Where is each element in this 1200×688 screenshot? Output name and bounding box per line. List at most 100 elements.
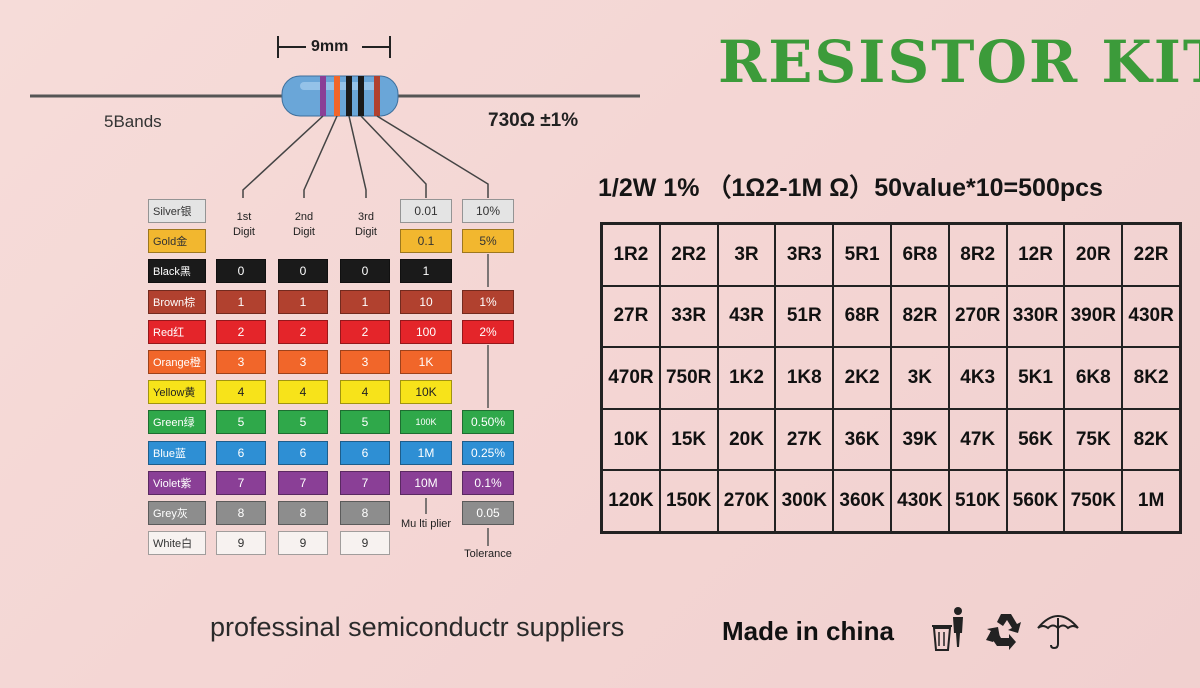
value-cell: 82R bbox=[890, 285, 949, 348]
value-cell: 750R bbox=[659, 347, 718, 409]
color-cell-mult: 100K bbox=[400, 410, 452, 435]
color-cell-d3: 0 bbox=[340, 259, 390, 284]
trash-bin-person-icon bbox=[932, 607, 963, 651]
value-cell: 2K2 bbox=[833, 347, 891, 409]
value-cell: 5K1 bbox=[1006, 347, 1065, 409]
value-cell: 1K2 bbox=[717, 347, 776, 409]
leader-1st-digit bbox=[242, 115, 324, 198]
value-cell: 3K bbox=[890, 347, 949, 409]
value-cell: 6R8 bbox=[890, 224, 949, 286]
band-4 bbox=[358, 76, 364, 116]
value-cell: 3R bbox=[717, 224, 776, 286]
color-cell-d1: 7 bbox=[216, 470, 266, 495]
value-cell: 390R bbox=[1064, 285, 1123, 348]
tolerance-label: Tolerance bbox=[464, 548, 512, 560]
color-cell-d1: 5 bbox=[216, 410, 266, 435]
color-cell-d2: 1 bbox=[278, 289, 328, 314]
value-cell: 56K bbox=[1006, 408, 1065, 471]
value-cell: 330R bbox=[1006, 285, 1065, 348]
color-cell-d2: 6 bbox=[278, 440, 328, 465]
value-cell: 270K bbox=[717, 470, 776, 532]
value-cell: 4K3 bbox=[948, 347, 1007, 409]
value-cell: 36K bbox=[833, 408, 891, 471]
color-cell-d2: 5 bbox=[278, 410, 328, 435]
color-cell-d2: 3 bbox=[278, 350, 328, 374]
color-cell-tol: 0.25% bbox=[462, 440, 514, 465]
band-3 bbox=[346, 76, 352, 116]
color-cell-d1: 4 bbox=[216, 380, 266, 405]
value-cell: 2R2 bbox=[659, 224, 718, 286]
color-cell-d3: 1 bbox=[340, 289, 390, 314]
color-cell-tol: 2% bbox=[462, 319, 514, 344]
color-cell-d1: 3 bbox=[216, 350, 266, 374]
color-cell-name: Gold金 bbox=[148, 229, 206, 254]
color-cell-d3: 9 bbox=[340, 531, 390, 556]
value-cell: 27K bbox=[775, 408, 834, 471]
color-cell-name: Blue蓝 bbox=[148, 440, 206, 465]
resistor-illustration bbox=[30, 36, 640, 546]
value-cell: 8K2 bbox=[1122, 347, 1180, 409]
value-cell: 15K bbox=[659, 408, 718, 471]
band-1 bbox=[320, 76, 326, 116]
color-cell-name: Grey灰 bbox=[148, 501, 206, 525]
color-cell-tol: 5% bbox=[462, 229, 514, 254]
value-cell: 68R bbox=[833, 285, 891, 348]
value-cell: 470R bbox=[602, 347, 660, 409]
color-cell-d2: 2 bbox=[278, 319, 328, 344]
color-cell-d3: 6 bbox=[340, 440, 390, 465]
product-title: RESISTOR KIT bbox=[718, 28, 1200, 96]
color-cell-mult: 10K bbox=[400, 380, 452, 405]
value-cell: 10K bbox=[602, 408, 660, 471]
value-cell: 20R bbox=[1064, 224, 1123, 286]
value-cell: 750K bbox=[1064, 470, 1123, 532]
color-cell-tol: 10% bbox=[462, 199, 514, 223]
example-value-label: 730Ω ±1% bbox=[488, 110, 579, 131]
value-cell: 300K bbox=[775, 470, 834, 532]
bands-count-label: 5Bands bbox=[104, 112, 162, 131]
color-cell-d3: 8 bbox=[340, 501, 390, 525]
value-cell: 43R bbox=[717, 285, 776, 348]
umbrella-icon bbox=[1037, 615, 1079, 650]
color-cell-d2: 8 bbox=[278, 501, 328, 525]
color-cell-name: White白 bbox=[148, 531, 206, 556]
color-cell-name: Silver银 bbox=[148, 199, 206, 223]
value-cell: 430R bbox=[1122, 285, 1180, 348]
value-cell: 150K bbox=[659, 470, 718, 532]
color-cell-d3: 5 bbox=[340, 410, 390, 435]
band-5 bbox=[374, 76, 380, 116]
value-cell: 47K bbox=[948, 408, 1007, 471]
supplier-tagline: professinal semiconductr suppliers bbox=[210, 612, 625, 642]
color-cell-name: Black黑 bbox=[148, 259, 206, 284]
color-cell-mult: 1 bbox=[400, 259, 452, 284]
color-cell-name: Brown棕 bbox=[148, 289, 206, 314]
color-cell-mult: 100 bbox=[400, 319, 452, 344]
value-cell: 51R bbox=[775, 285, 834, 348]
color-cell-d1: 9 bbox=[216, 531, 266, 556]
color-cell-mult: 0.01 bbox=[400, 199, 452, 223]
color-cell-d2: 0 bbox=[278, 259, 328, 284]
color-cell-name: Red红 bbox=[148, 319, 206, 344]
color-cell-d2: 7 bbox=[278, 470, 328, 495]
color-cell-d3: 3 bbox=[340, 350, 390, 374]
value-cell: 82K bbox=[1122, 408, 1180, 471]
color-cell-tol: 0.05 bbox=[462, 501, 514, 525]
color-cell-mult: 10 bbox=[400, 289, 452, 314]
color-cell-d1: 1 bbox=[216, 289, 266, 314]
color-cell-d1: 6 bbox=[216, 440, 266, 465]
value-cell: 22R bbox=[1122, 224, 1180, 286]
value-cell: 1M bbox=[1122, 470, 1180, 532]
leader-3rd-digit bbox=[348, 115, 367, 198]
band-2 bbox=[334, 76, 340, 116]
leader-tolerance bbox=[376, 115, 489, 198]
color-cell-tol: 0.50% bbox=[462, 410, 514, 435]
value-cell: 39K bbox=[890, 408, 949, 471]
color-cell-d2: 4 bbox=[278, 380, 328, 405]
value-cell: 120K bbox=[602, 470, 660, 532]
color-cell-d2: 9 bbox=[278, 531, 328, 556]
color-cell-name: Yellow黄 bbox=[148, 380, 206, 405]
value-cell: 430K bbox=[890, 470, 949, 532]
value-cell: 8R2 bbox=[948, 224, 1007, 286]
multiplier-label: Mu lti plier bbox=[400, 518, 452, 530]
recycle-icon bbox=[986, 614, 1021, 650]
